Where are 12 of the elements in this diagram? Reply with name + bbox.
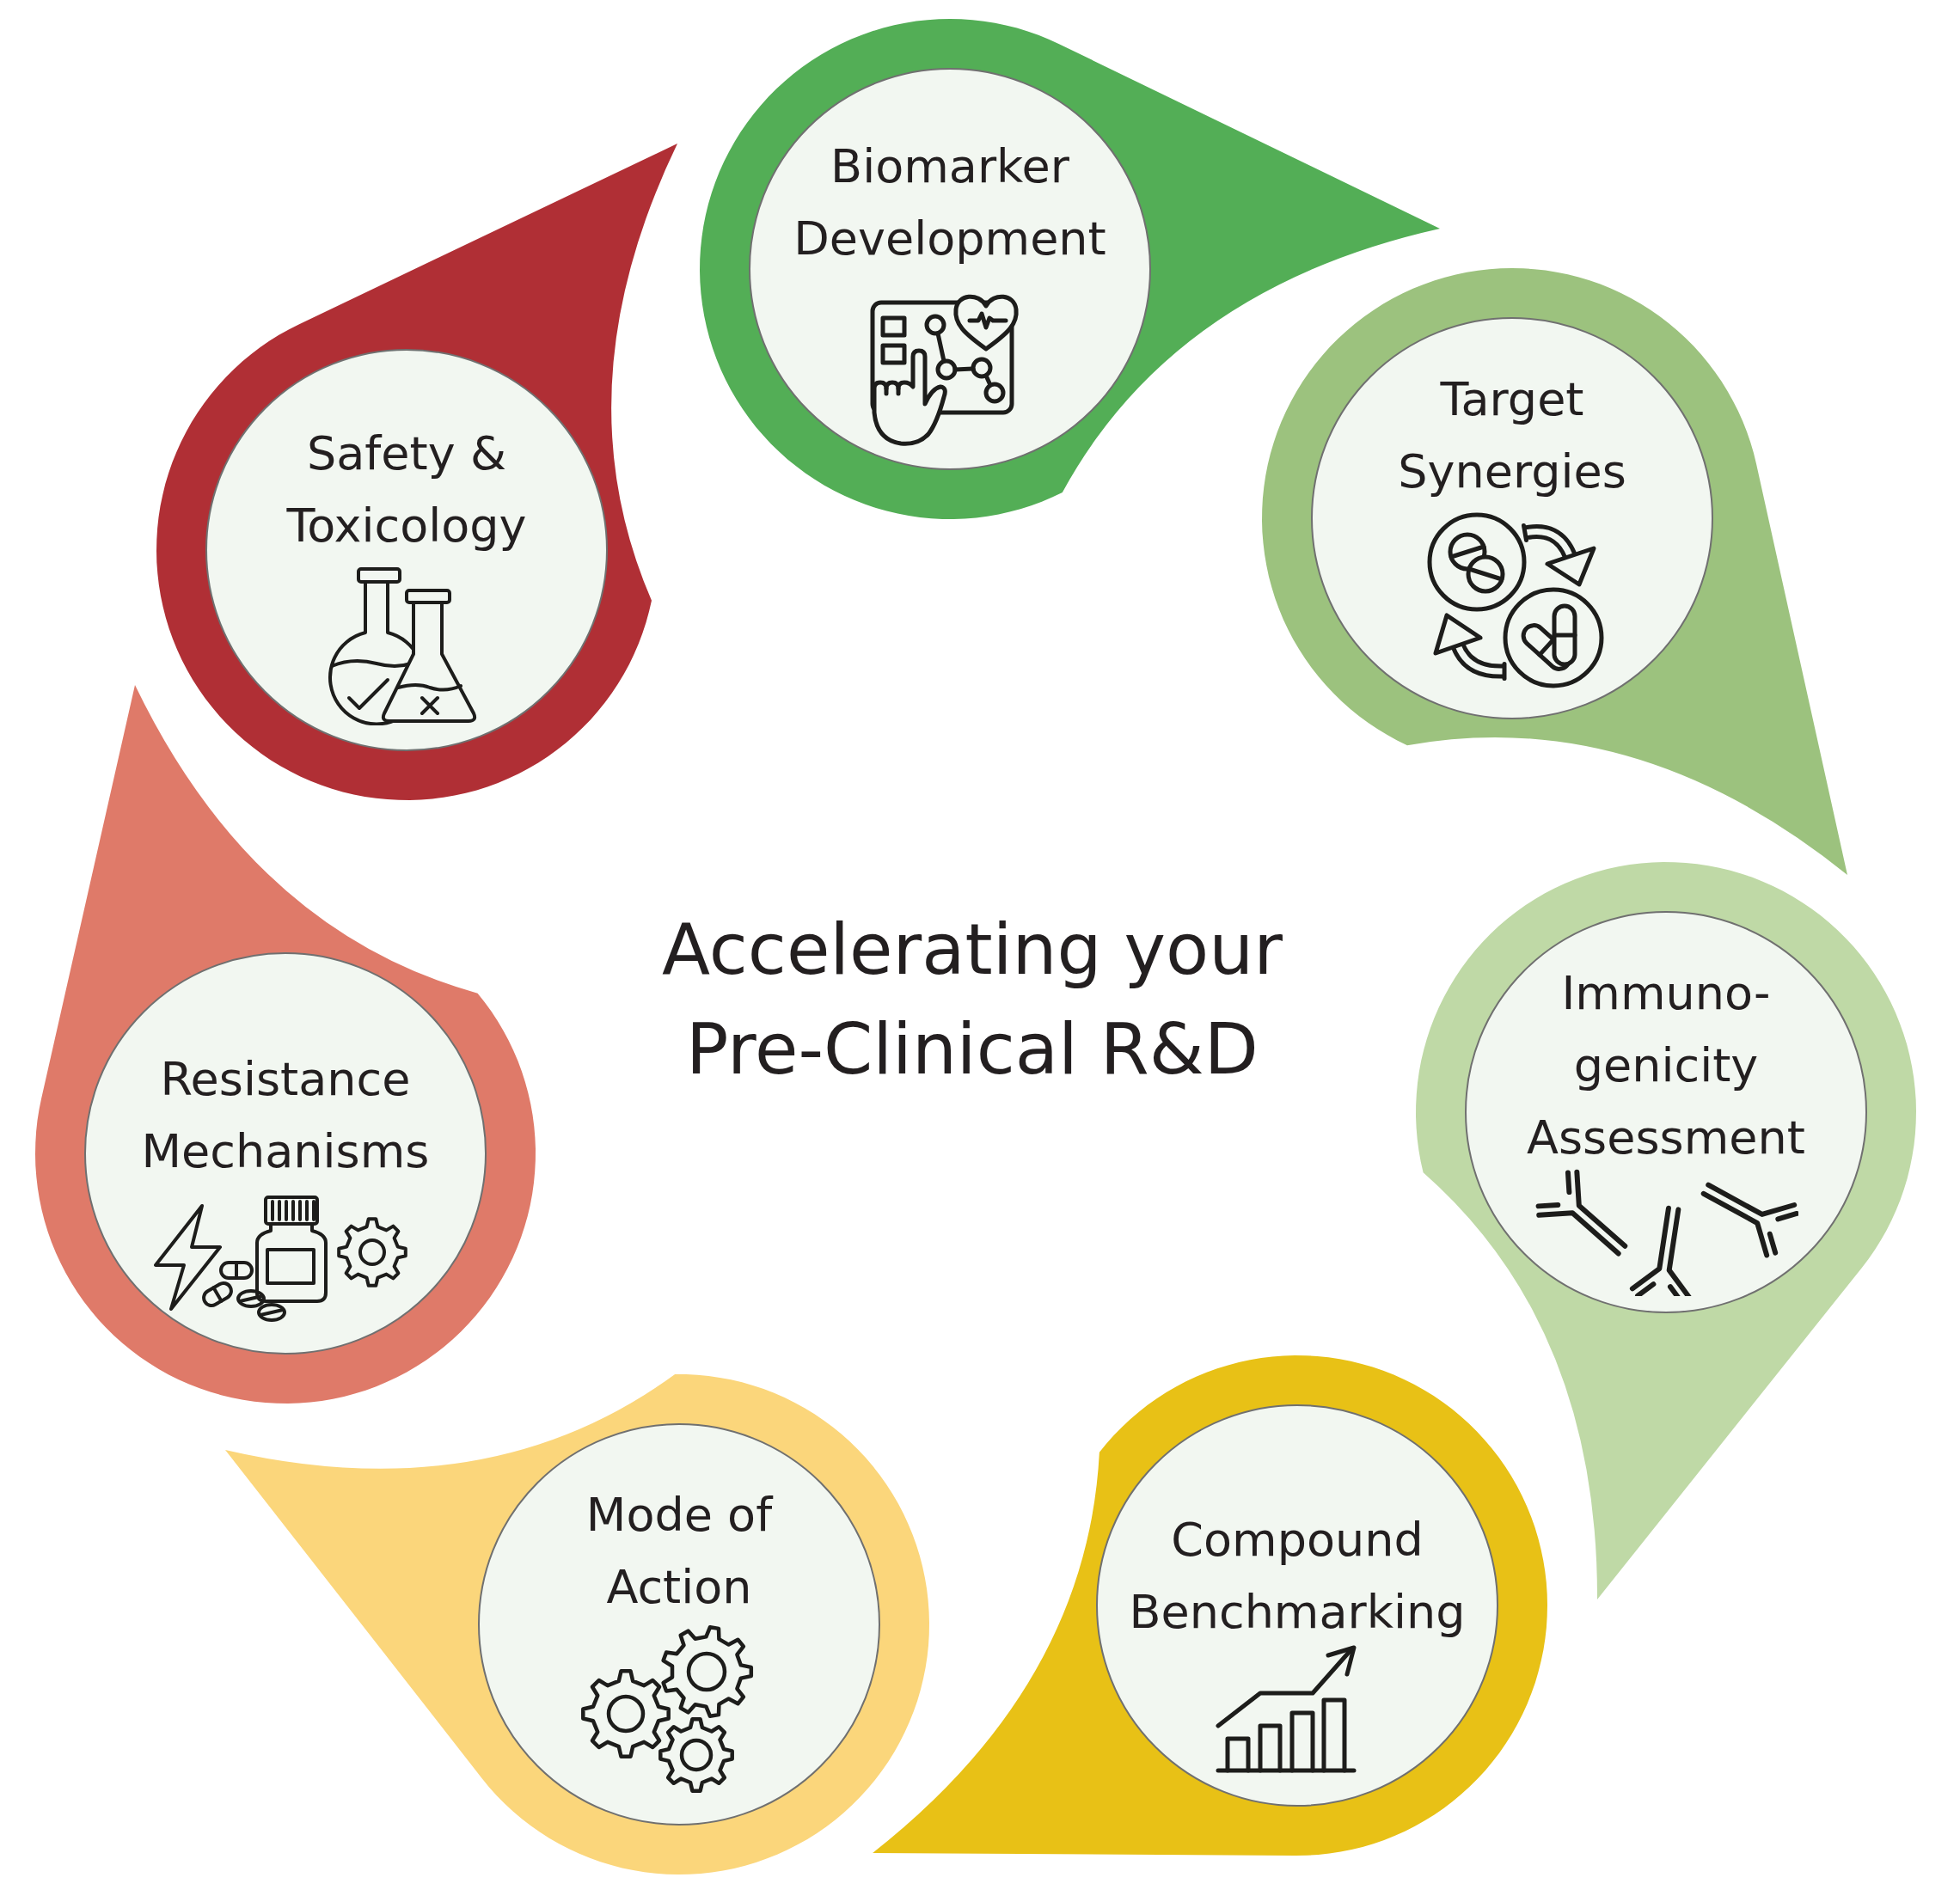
step-label: Biomarker Development xyxy=(793,138,1107,267)
step-label: Safety & Toxicology xyxy=(285,425,528,554)
teardrop-shape xyxy=(1262,268,1847,875)
step-label: Immuno- genicity Assessment xyxy=(1526,965,1806,1166)
center-title: Accelerating your Pre-Clinical R&D xyxy=(661,908,1283,1092)
teardrop-shape xyxy=(873,1355,1547,1856)
step-label: Compound Benchmarking xyxy=(1128,1512,1467,1641)
step-label: Mode of Action xyxy=(585,1487,775,1616)
step-label: Resistance Mechanisms xyxy=(140,1051,431,1180)
step-label: Target Synergies xyxy=(1397,371,1627,500)
teardrop-shape xyxy=(156,144,677,800)
teardrop-shape xyxy=(225,1374,929,1874)
